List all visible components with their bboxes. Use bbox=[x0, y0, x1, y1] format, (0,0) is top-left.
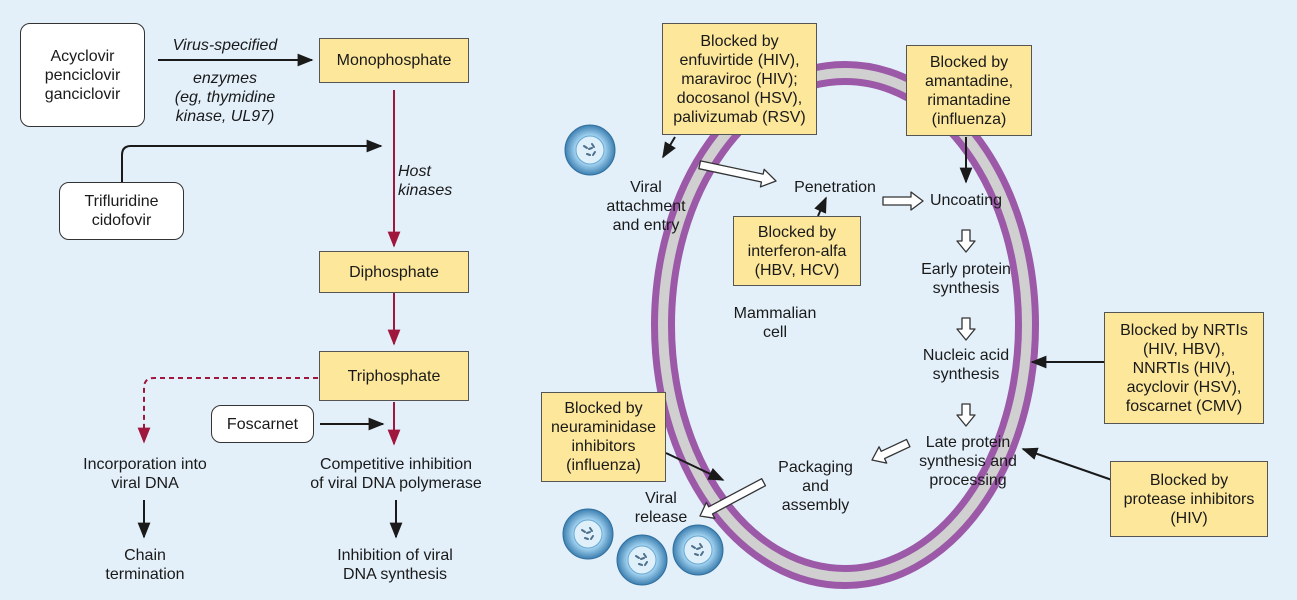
blocked-protease-box: Blocked by protease inhibitors (HIV) bbox=[1110, 461, 1268, 537]
arrow-tri-to-incorporation bbox=[137, 377, 318, 444]
foscarnet-box: Foscarnet bbox=[211, 405, 314, 443]
hollow-arrow-uncoating-down bbox=[956, 229, 976, 253]
arrow-neuraminidase-to-release bbox=[665, 452, 725, 481]
hollow-arrow-release bbox=[699, 478, 767, 519]
virus-enzyme-label-bottom: enzymes (eg, thymidine kinase, UL97) bbox=[174, 69, 276, 125]
host-kinases-label: Host kinases bbox=[398, 163, 453, 199]
late-protein-label: Late protein synthesis and processing bbox=[919, 433, 1017, 489]
drugs-acyclovir-box: Acyclovir penciclovir ganciclovir bbox=[20, 23, 145, 127]
blocked-interferon-box: Blocked by interferon-alfa (HBV, HCV) bbox=[733, 216, 861, 286]
triphosphate-box: Triphosphate bbox=[319, 351, 469, 401]
mammalian-cell-label: Mammalian cell bbox=[733, 305, 817, 341]
inhibition-synthesis-label: Inhibition of viral DNA synthesis bbox=[337, 547, 453, 583]
viral-attachment-label: Viral attachment and entry bbox=[606, 178, 686, 234]
blocked-entry-box: Blocked by enfuvirtide (HIV), maraviroc … bbox=[662, 23, 817, 135]
early-protein-label: Early protein synthesis bbox=[921, 261, 1011, 297]
monophosphate-box: Monophosphate bbox=[319, 38, 469, 83]
virus-particle-icon bbox=[562, 508, 614, 560]
arrow-interferon-to-penetration bbox=[814, 196, 827, 217]
chain-termination-label: Chain termination bbox=[105, 547, 185, 583]
hollow-arrow-nucleic-down bbox=[956, 403, 976, 427]
arrow-protease-to-late bbox=[1021, 447, 1113, 481]
uncoating-label: Uncoating bbox=[929, 191, 1003, 209]
hollow-arrow-penetration bbox=[882, 191, 924, 211]
virus-particles bbox=[562, 124, 724, 586]
viral-release-label: Viral release bbox=[634, 490, 688, 526]
virus-particle-icon bbox=[616, 534, 668, 586]
virus-particle-icon bbox=[672, 524, 724, 576]
penetration-label: Penetration bbox=[794, 178, 876, 196]
blocked-nrti-box: Blocked by NRTIs (HIV, HBV), NNRTIs (HIV… bbox=[1104, 312, 1264, 424]
competitive-inhibition-label: Competitive inhibition of viral DNA poly… bbox=[310, 456, 482, 492]
arrow-entry-box-to-virus bbox=[662, 136, 676, 159]
virus-particle-icon bbox=[564, 124, 616, 176]
virus-enzyme-label-top: Virus-specified bbox=[172, 36, 278, 54]
nucleic-acid-label: Nucleic acid synthesis bbox=[922, 347, 1010, 383]
process-arrows bbox=[698, 160, 976, 519]
packaging-label: Packaging and assembly bbox=[778, 458, 853, 514]
diphosphate-box: Diphosphate bbox=[319, 251, 469, 293]
hollow-arrow-early-down bbox=[956, 317, 976, 341]
incorporation-label: Incorporation into viral DNA bbox=[83, 456, 207, 492]
blocked-uncoating-box: Blocked by amantadine, rimantadine (infl… bbox=[906, 45, 1032, 136]
hollow-arrow-late-to-packaging bbox=[871, 438, 911, 464]
mammalian-cell-membrane bbox=[651, 61, 1039, 589]
drugs-trifluridine-box: Trifluridine cidofovir bbox=[59, 182, 184, 240]
blocked-neuraminidase-box: Blocked by neuraminidase inhibitors (inf… bbox=[541, 392, 666, 482]
arrow-trifluridine-to-pathway bbox=[121, 139, 383, 182]
hollow-arrow-entry bbox=[698, 160, 777, 188]
